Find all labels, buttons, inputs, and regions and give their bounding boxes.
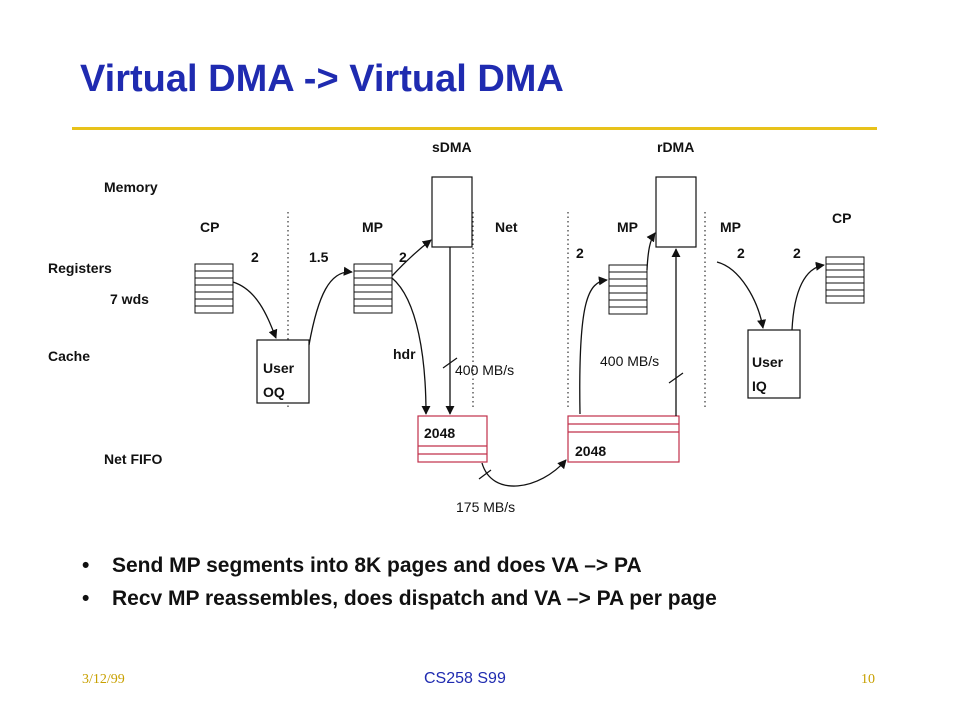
count-cp: 2: [251, 249, 259, 265]
user-iq-box: [747, 329, 801, 399]
arrow-mp-to-fifo: [391, 277, 431, 415]
col-label-cp-left: CP: [200, 219, 220, 235]
bandwidth-ticks: [442, 357, 684, 480]
slide-title: Virtual DMA -> Virtual DMA: [80, 58, 564, 100]
arrow-iq-to-cp: [791, 261, 825, 331]
register-stack-mp-recv: [608, 264, 648, 315]
row-label-7wds: 7 wds: [110, 291, 149, 307]
user-oq-box: [256, 339, 310, 404]
recv-rate-label: 400 MB/s: [600, 353, 660, 369]
net-fifo-left: [417, 415, 488, 463]
bullet-text: Recv MP reassembles, does dispatch and V…: [112, 587, 717, 610]
row-label-net-fifo: Net FIFO: [104, 451, 163, 467]
user-iq-label-1: User: [752, 354, 784, 370]
arrow-mp-to-rdma: [646, 232, 656, 271]
net-rate-label: 175 MB/s: [456, 499, 516, 515]
col-label-mp-1: MP: [362, 219, 383, 235]
col-label-mp-2: MP: [617, 219, 638, 235]
register-stack-mp-send: [353, 263, 393, 314]
flow-arrows: [232, 232, 825, 487]
user-oq-label-2: OQ: [263, 384, 285, 400]
rdma-memory-box: [655, 176, 697, 248]
register-stack-cp-right: [825, 256, 865, 304]
user-iq-label-2: IQ: [752, 378, 767, 394]
bullet-item: • Send MP segments into 8K pages and doe…: [82, 554, 642, 577]
title-underline: [72, 127, 877, 130]
row-label-cache: Cache: [48, 348, 91, 364]
bullet-text: Send MP segments into 8K pages and does …: [112, 554, 642, 577]
arrow-fifo-to-fifo: [481, 459, 567, 487]
net-fifo-right: [567, 415, 680, 463]
count-mp-out: 2: [399, 249, 407, 265]
col-label-net: Net: [495, 219, 518, 235]
count-recv: 2: [576, 245, 584, 261]
row-label-registers: Registers: [48, 260, 112, 276]
fifo-left-size: 2048: [424, 425, 456, 441]
fifo-right-size: 2048: [575, 443, 607, 459]
bullet-item: • Recv MP reassembles, does dispatch and…: [82, 587, 717, 610]
col-label-cp-right: CP: [832, 210, 852, 226]
row-label-memory: Memory: [104, 179, 158, 195]
col-label-mp-3: MP: [720, 219, 741, 235]
footer-page-number: 10: [861, 672, 875, 687]
count-mp-in: 1.5: [309, 249, 329, 265]
footer-date: 3/12/99: [82, 672, 125, 687]
footer-course: CS258 S99: [424, 670, 506, 687]
sdma-memory-box: [431, 176, 473, 248]
count-cp-right: 2: [793, 245, 801, 261]
user-oq-label-1: User: [263, 360, 295, 376]
column-separators: [287, 212, 706, 410]
hdr-label: hdr: [393, 346, 416, 362]
col-label-rdma: rDMA: [657, 139, 695, 155]
arrow-mp-to-iq: [716, 261, 767, 329]
register-stack-cp-left: [194, 263, 234, 314]
arrow-cp-to-oq: [232, 281, 278, 339]
col-label-sdma: sDMA: [432, 139, 472, 155]
bullet-list: • Send MP segments into 8K pages and doe…: [82, 553, 842, 619]
send-rate-label: 400 MB/s: [455, 362, 515, 378]
count-mp3: 2: [737, 245, 745, 261]
arrow-mp-to-sdma: [391, 239, 432, 277]
arrow-fifo-to-mp: [579, 276, 608, 415]
arrow-oq-to-mp: [308, 266, 353, 346]
